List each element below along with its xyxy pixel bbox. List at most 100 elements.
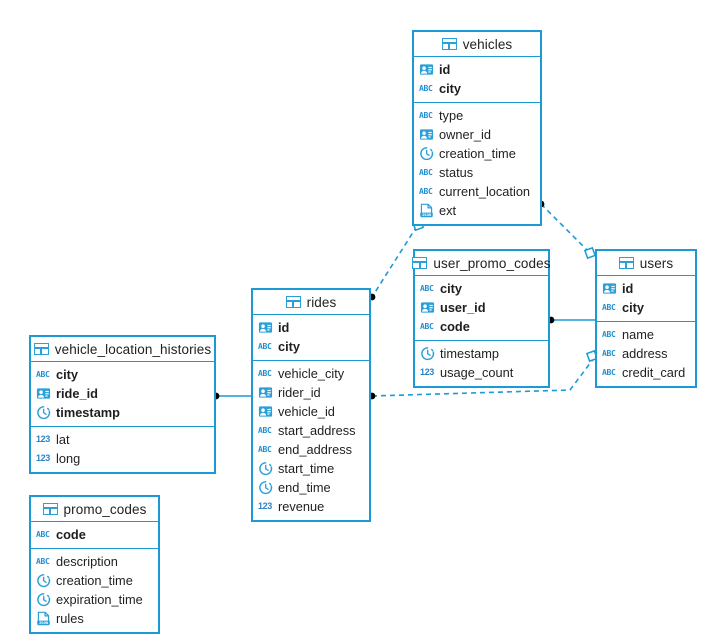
table-icon — [33, 343, 49, 355]
primary-key-row[interactable]: id — [253, 318, 369, 337]
field-label: rules — [56, 611, 84, 626]
clock-icon — [36, 573, 51, 588]
field-label: id — [622, 281, 634, 296]
abc-icon: ABC — [602, 330, 616, 339]
clock-icon — [36, 405, 51, 420]
clock-icon — [36, 592, 51, 607]
field-label: expiration_time — [56, 592, 143, 607]
field-row[interactable]: JSON rules — [31, 609, 158, 628]
abc-icon: ABC — [602, 368, 616, 377]
field-row[interactable]: ABC credit_card — [597, 363, 695, 382]
svg-text:JSON: JSON — [422, 212, 432, 217]
field-label: owner_id — [439, 127, 491, 142]
field-label: code — [56, 527, 86, 542]
field-row[interactable]: creation_time — [414, 144, 540, 163]
table-icon — [618, 257, 634, 269]
primary-key-row[interactable]: id — [597, 279, 695, 298]
field-row[interactable]: start_time — [253, 459, 369, 478]
table-header[interactable]: users — [597, 251, 695, 276]
primary-key-row[interactable]: id — [414, 60, 540, 79]
table-header[interactable]: rides — [253, 290, 369, 315]
relationship-vehicle_location_histories-rides[interactable] — [212, 392, 251, 400]
field-row[interactable]: owner_id — [414, 125, 540, 144]
field-label: creation_time — [56, 573, 133, 588]
abc-icon: ABC — [419, 84, 433, 93]
table-icon — [412, 257, 428, 269]
field-label: creation_time — [439, 146, 516, 161]
table-name: user_promo_codes — [433, 255, 551, 271]
field-row[interactable]: vehicle_id — [253, 402, 369, 421]
field-label: ride_id — [56, 386, 98, 401]
abc-icon: ABC — [419, 111, 433, 120]
field-row[interactable]: end_time — [253, 478, 369, 497]
field-label: credit_card — [622, 365, 686, 380]
relationship-one-marker — [583, 246, 597, 260]
clock-icon — [258, 461, 273, 476]
field-label: end_time — [278, 480, 331, 495]
field-label: type — [439, 108, 464, 123]
relationship-user_promo_codes-users[interactable] — [547, 316, 595, 324]
field-row[interactable]: timestamp — [415, 344, 548, 363]
field-label: user_id — [440, 300, 486, 315]
field-row[interactable]: rider_id — [253, 383, 369, 402]
table-name: rides — [306, 294, 337, 310]
primary-key-row[interactable]: user_id — [415, 298, 548, 317]
field-row[interactable]: ABC type — [414, 106, 540, 125]
table-header[interactable]: vehicles — [414, 32, 540, 57]
field-label: rider_id — [278, 385, 321, 400]
table-header[interactable]: vehicle_location_histories — [31, 337, 214, 362]
table-header[interactable]: user_promo_codes — [412, 251, 551, 276]
primary-key-row[interactable]: ride_id — [31, 384, 214, 403]
table-icon — [441, 38, 457, 50]
field-row[interactable]: expiration_time — [31, 590, 158, 609]
field-label: city — [56, 367, 79, 382]
abc-icon: ABC — [258, 445, 272, 454]
abc-icon: ABC — [420, 322, 434, 331]
table-header[interactable]: promo_codes — [31, 497, 158, 522]
field-label: timestamp — [440, 346, 500, 361]
primary-key-row[interactable]: timestamp — [31, 403, 214, 422]
field-row[interactable]: creation_time — [31, 571, 158, 590]
field-label: usage_count — [440, 365, 514, 380]
field-label: long — [56, 451, 81, 466]
json-icon: JSON — [36, 611, 51, 626]
field-label: id — [278, 320, 290, 335]
field-label: city — [278, 339, 301, 354]
